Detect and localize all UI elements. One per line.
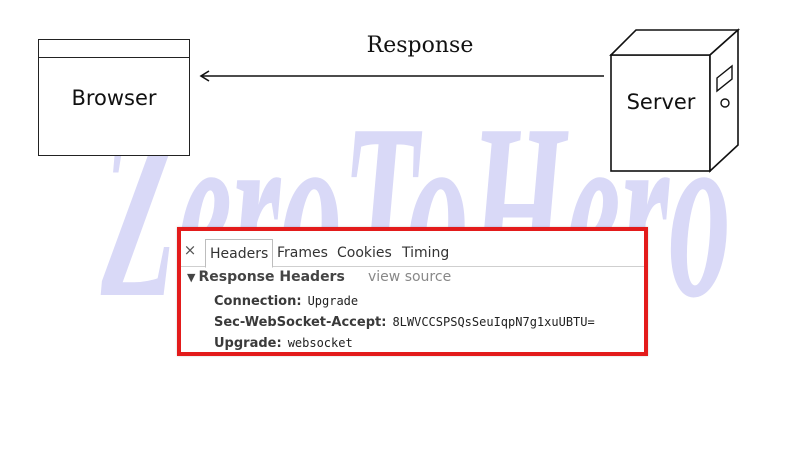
drive-slot-icon — [716, 64, 733, 93]
devtools-tabbar: × Headers Frames Cookies Timing — [181, 237, 644, 268]
tab-headers[interactable]: Headers — [205, 239, 274, 268]
header-row-upgrade: Upgrade: websocket — [214, 333, 353, 353]
header-name: Connection: — [214, 294, 302, 309]
browser-label: Browser — [71, 86, 157, 110]
section-title: Response Headers — [198, 269, 345, 285]
server-box: Server — [608, 28, 742, 174]
tab-timing[interactable]: Timing — [402, 245, 450, 261]
response-arrow — [198, 66, 606, 86]
header-name: Upgrade: — [214, 336, 282, 351]
tab-frames[interactable]: Frames — [277, 245, 328, 261]
browser-box: Browser — [38, 39, 190, 156]
header-row-connection: Connection: Upgrade — [214, 291, 358, 311]
browser-titlebar — [39, 40, 189, 58]
triangle-down-icon: ▼ — [187, 271, 196, 284]
response-label: Response — [366, 33, 474, 58]
server-label: Server — [626, 90, 696, 114]
header-name: Sec-WebSocket-Accept: — [214, 315, 387, 330]
tab-cookies[interactable]: Cookies — [337, 245, 392, 261]
header-value: 8LWVCCSPSQsSeuIqpN7g1xuUBTU= — [392, 315, 595, 329]
header-value: Upgrade — [307, 294, 359, 308]
header-row-sec-websocket-accept: Sec-WebSocket-Accept: 8LWVCCSPSQsSeuIqpN7… — [214, 312, 595, 332]
devtools-panel: × Headers Frames Cookies Timing ▼Respons… — [177, 227, 648, 356]
close-icon[interactable]: × — [183, 241, 197, 259]
header-value: websocket — [287, 336, 353, 350]
power-button-icon — [720, 98, 730, 108]
response-headers-toggle[interactable]: ▼Response Headers — [187, 267, 345, 287]
view-source-link[interactable]: view source — [368, 269, 452, 285]
